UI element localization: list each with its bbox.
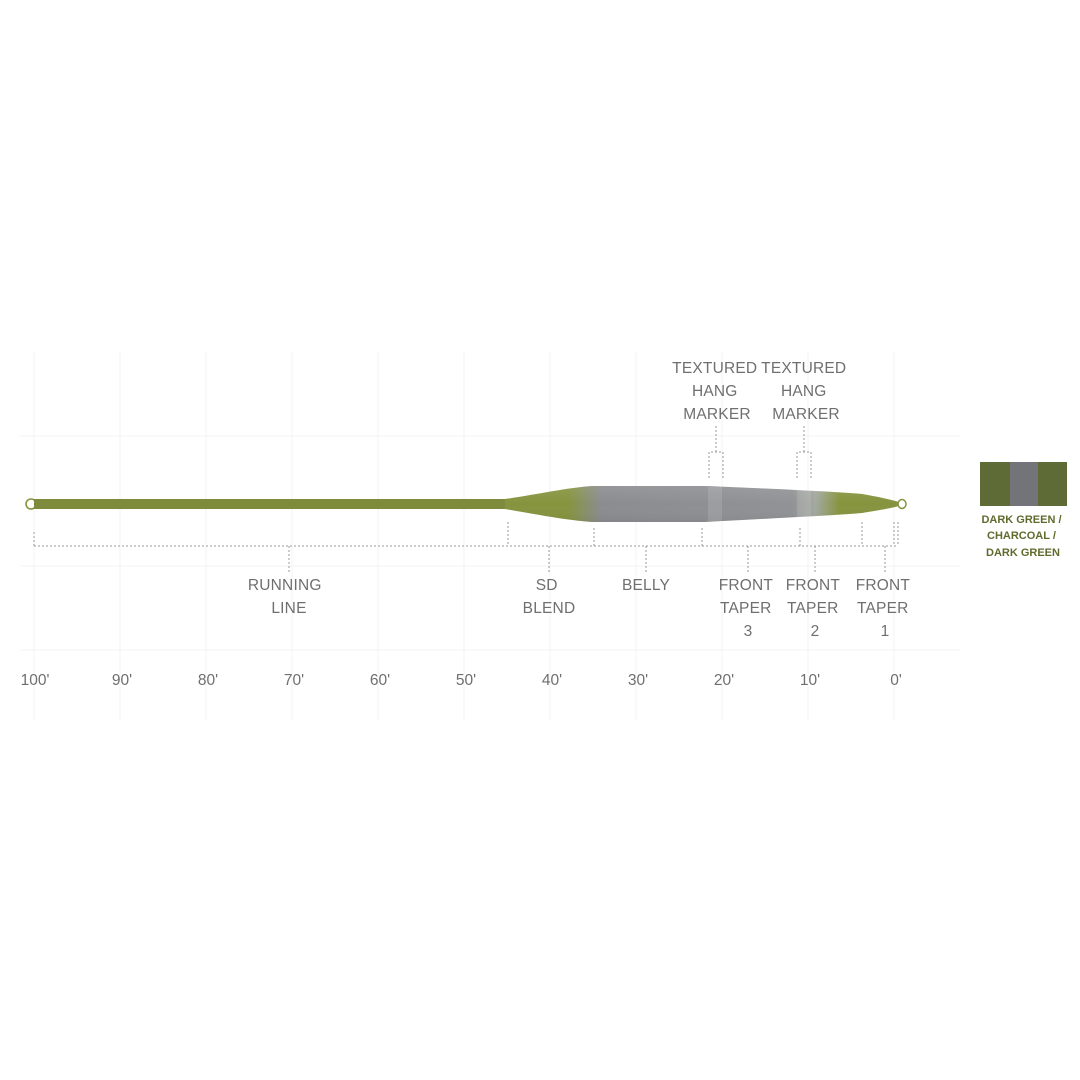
scale-tick-20: 20' xyxy=(714,672,734,689)
segment-dimension-lines xyxy=(33,522,899,572)
scale-tick-60: 60' xyxy=(370,672,390,689)
scale-tick-50: 50' xyxy=(456,672,476,689)
scale-tick-30: 30' xyxy=(628,672,648,689)
scale-tick-80: 80' xyxy=(198,672,218,689)
fly-line xyxy=(25,486,907,522)
legend-color-text: DARK GREEN / CHARCOAL / DARK GREEN xyxy=(981,514,1064,559)
front-taper-2-label: FRONT TAPER 2 xyxy=(786,577,845,640)
distance-scale: 100' 90' 80' 70' 60' 50' 40' 30' 20' 10'… xyxy=(21,672,902,689)
belly-label: BELLY xyxy=(622,577,670,594)
running-line-label: RUNNING LINE xyxy=(248,577,326,617)
legend-swatch-charcoal xyxy=(1010,462,1038,506)
legend-swatch-dark-green-right xyxy=(1038,462,1067,506)
scale-tick-10: 10' xyxy=(800,672,820,689)
scale-tick-100: 100' xyxy=(21,672,50,689)
hang-marker-texture-2 xyxy=(797,490,811,517)
legend-swatch-dark-green-left xyxy=(980,462,1010,506)
scale-tick-90: 90' xyxy=(112,672,132,689)
hang-marker-texture-1 xyxy=(708,487,722,521)
marker-brackets xyxy=(708,426,812,478)
scale-tick-0: 0' xyxy=(890,672,902,689)
sd-blend-label: SD BLEND xyxy=(523,577,576,617)
running-line-segment xyxy=(34,499,509,509)
scale-tick-40: 40' xyxy=(542,672,562,689)
front-taper-3-label: FRONT TAPER 3 xyxy=(719,577,778,640)
scale-tick-70: 70' xyxy=(284,672,304,689)
front-taper-1-label: FRONT TAPER 1 xyxy=(856,577,915,640)
background-grid xyxy=(20,352,960,720)
tip-loop xyxy=(897,498,907,510)
color-legend: DARK GREEN / CHARCOAL / DARK GREEN xyxy=(980,462,1067,559)
hang-marker-label-1: TEXTURED HANG MARKER xyxy=(672,360,762,423)
hang-marker-label-2: TEXTURED HANG MARKER xyxy=(761,360,851,423)
